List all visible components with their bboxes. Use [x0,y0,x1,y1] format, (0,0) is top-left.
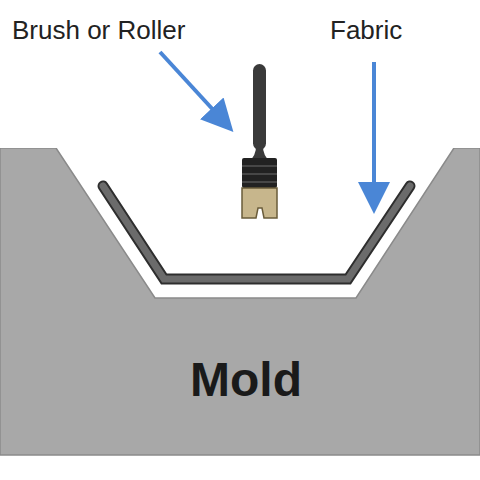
ferrule-band [242,173,277,175]
brush-handle [253,64,266,150]
brush-neck [251,140,268,160]
part-label: Fabric [330,16,402,45]
part-label: Brush or Roller [12,16,185,45]
mold-label: Mold [190,356,302,404]
fabric-layer [103,186,410,279]
fabric-outline [103,186,410,279]
ferrule-band [242,181,277,183]
ferrule-band [242,165,277,167]
mold-body [0,148,480,455]
pointer-arrow [160,52,228,126]
brush-bristles [242,188,277,218]
brush-ferrule [242,158,277,188]
pointer-arrow [372,62,376,206]
